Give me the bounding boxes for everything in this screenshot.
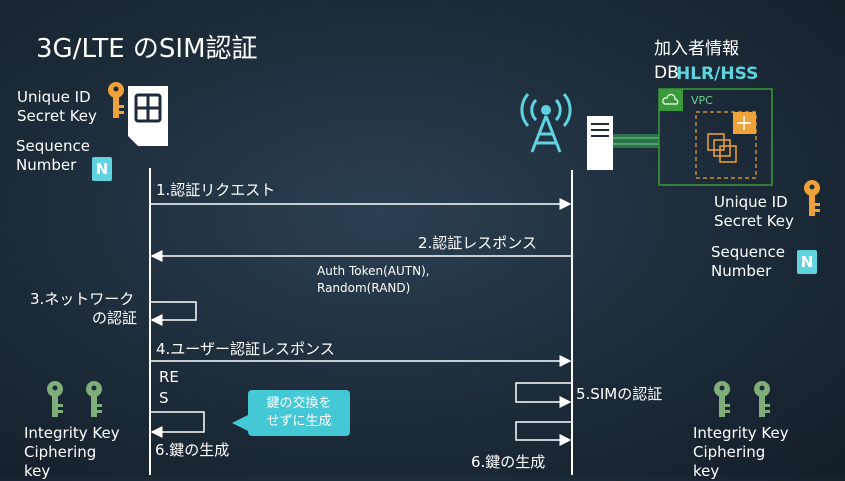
message-network-auth-2: の認証 xyxy=(92,309,138,327)
arrow-sim-auth xyxy=(515,382,572,408)
message-key-gen-right: 6.鍵の生成 xyxy=(471,453,546,471)
message-res-2: S xyxy=(159,389,169,407)
arrow-key-gen-right xyxy=(515,421,572,446)
left-ciphering: Ciphering xyxy=(24,443,97,461)
right-unique-id: Unique ID xyxy=(714,193,788,211)
right-ciphering: Ciphering xyxy=(693,443,766,461)
left-sequence: Sequence xyxy=(16,137,90,155)
message-auth-request: 1.認証リクエスト xyxy=(156,181,276,199)
callout-line-1: 鍵の交換を xyxy=(266,396,332,411)
right-ciphering-key: key xyxy=(693,462,720,480)
sequence-number-card-left: N xyxy=(92,157,112,181)
vpc-connector xyxy=(613,134,659,148)
right-secret-key: Secret Key xyxy=(714,212,794,230)
vpc-cloud-icon xyxy=(659,89,683,111)
message-rand: Random(RAND) xyxy=(317,281,411,295)
message-sim-auth: 5.SIMの認証 xyxy=(576,385,663,403)
subscriber-db-label: 加入者情報 xyxy=(654,39,739,59)
subscriber-db-label-2: DB xyxy=(654,63,679,83)
hlr-hss-label: HLR/HSS xyxy=(676,64,759,84)
page-title: 3G/LTE のSIM認証 xyxy=(36,34,258,64)
right-integrity-key: Integrity Key xyxy=(693,424,789,442)
message-res-1: RE xyxy=(159,368,179,386)
arrow-key-gen-left xyxy=(150,411,205,438)
right-number: Number xyxy=(711,262,772,280)
message-user-auth-response: 4.ユーザー認証レスポンス xyxy=(156,340,335,358)
instances-icon xyxy=(707,133,737,163)
vpc-label: VPC xyxy=(691,94,713,107)
left-ciphering-key: key xyxy=(24,462,51,480)
message-key-gen-left: 6.鍵の生成 xyxy=(155,441,230,459)
left-unique-id: Unique ID xyxy=(17,88,91,106)
callout-no-key-exchange: 鍵の交換を せずに生成 xyxy=(248,390,350,436)
arrow-network-auth xyxy=(150,301,197,326)
callout-line-2: せずに生成 xyxy=(266,414,332,429)
message-network-auth: 3.ネットワーク xyxy=(30,290,135,308)
callout-tail xyxy=(232,414,250,432)
right-sequence: Sequence xyxy=(711,243,785,261)
left-integrity-key: Integrity Key xyxy=(24,424,120,442)
vpc-box xyxy=(658,88,773,186)
cell-tower-icon xyxy=(520,93,572,153)
left-secret-key: Secret Key xyxy=(17,107,97,125)
message-auth-response: 2.認証レスポンス xyxy=(418,234,538,252)
left-number: Number xyxy=(16,156,77,174)
sequence-number-card-right: N xyxy=(797,250,817,274)
message-autn: Auth Token(AUTN), xyxy=(317,264,430,278)
server-icon xyxy=(587,116,613,170)
subnet-box xyxy=(695,111,757,179)
sim-card-icon xyxy=(128,86,168,146)
